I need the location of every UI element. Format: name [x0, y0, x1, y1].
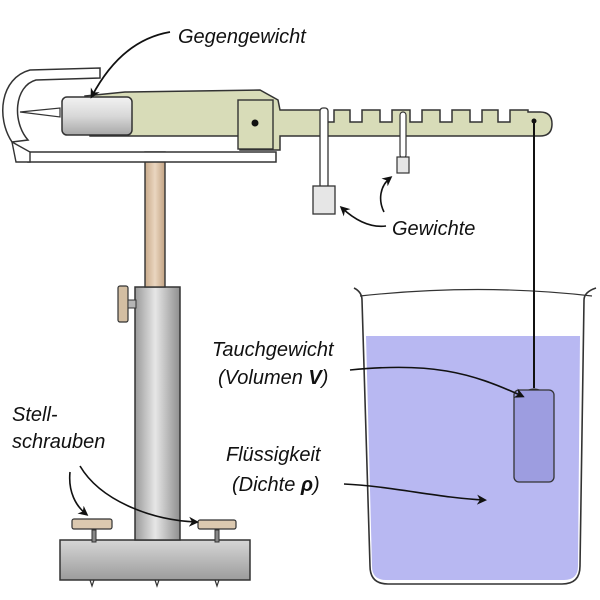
plunger: [513, 120, 555, 483]
balance-beam: [84, 89, 553, 151]
label-liquid-line2: (Dichte ρ): [232, 474, 320, 496]
rider-weight-large[interactable]: [312, 107, 336, 215]
arrow-screw-left: [68, 471, 89, 516]
leveling-screw-right[interactable]: [197, 519, 237, 543]
label-screws-line1: Stell-: [12, 404, 58, 426]
arrow-liquid: [343, 483, 487, 505]
pivot-point: [251, 119, 259, 127]
counterweight[interactable]: [61, 96, 133, 136]
label-liquid-line1: Flüssigkeit: [226, 444, 322, 466]
adjustable-rod: [144, 151, 166, 288]
label-screws-line2: schrauben: [12, 431, 105, 453]
clamp-screw[interactable]: [117, 285, 129, 323]
support-bracket: [2, 67, 277, 163]
label-counterweight: Gegengewicht: [178, 26, 307, 48]
arrow-screw-right: [79, 465, 199, 527]
label-weights: Gewichte: [392, 218, 475, 240]
arrow-weights-large: [339, 205, 387, 228]
label-plunger-line1: Tauchgewicht: [212, 339, 335, 361]
stand-column: [117, 285, 181, 541]
stand-base: [59, 539, 251, 588]
rider-weight-small[interactable]: [396, 111, 410, 174]
arrow-weights-small: [379, 176, 393, 213]
arrow-counterweight: [90, 31, 171, 99]
beaker: [353, 287, 597, 585]
leveling-screw-left[interactable]: [71, 518, 113, 543]
label-plunger-line2: (Volumen V): [218, 367, 328, 389]
arrow-plunger: [349, 366, 525, 398]
